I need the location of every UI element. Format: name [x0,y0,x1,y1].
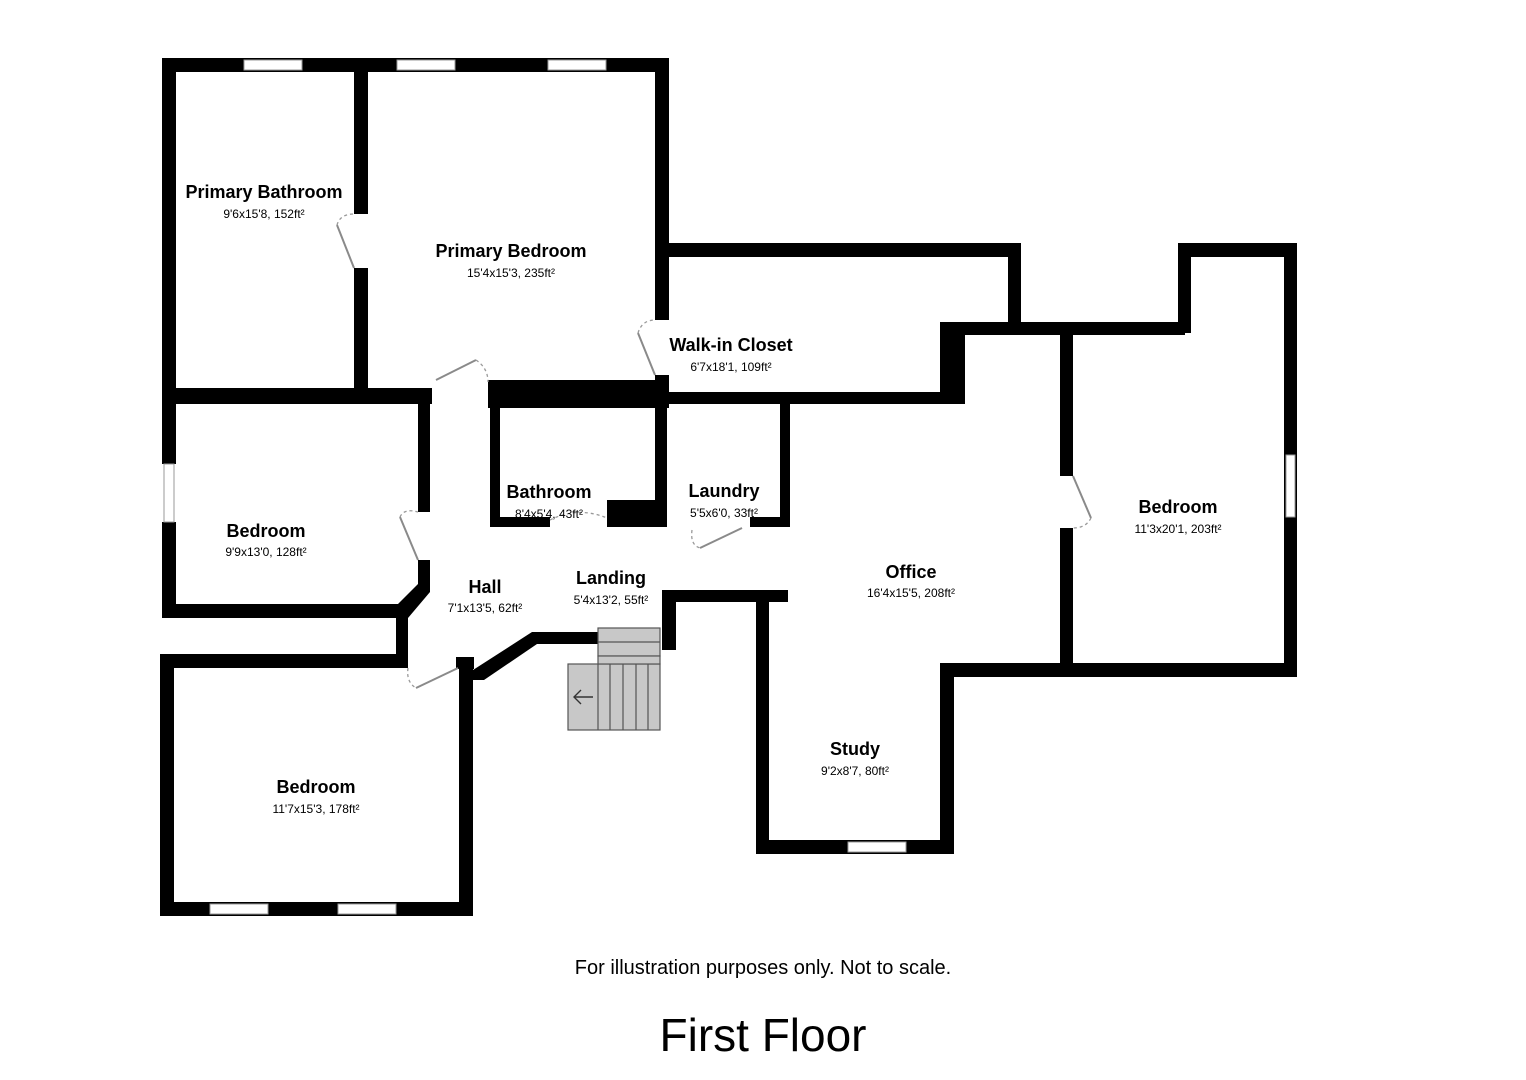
window-sw-bedroom-2 [337,903,397,915]
wall-west-bedroom-west-upper [162,392,176,464]
wall-sw-bedroom-south [160,902,473,916]
room-dims-bathroom: 8'4x5'4, 43ft² [515,507,583,521]
room-name-study: Study [830,739,880,759]
wall-below-primary-bath [162,388,432,404]
room-dims-walk-in-closet: 6'7x18'1, 109ft² [690,360,771,374]
room-dims-primary-bathroom: 9'6x15'8, 152ft² [223,207,304,221]
room-dims-hall: 7'1x13'5, 62ft² [448,601,523,615]
wall-landing-south [662,590,788,602]
wall-bathroom-laundry-divider [655,395,667,527]
wall-bathroom-south [607,500,667,527]
room-dims-office: 16'4x15'5, 208ft² [867,586,955,600]
door-arc-west-bedroom [399,510,419,518]
door-arc-primary-bedroom-hall [475,359,489,383]
room-dims-study: 9'2x8'7, 80ft² [821,764,889,778]
wall-west-bedroom-east-lower [418,560,430,586]
door-east-bedroom [1072,475,1092,519]
wall-west-bedroom-east-upper [418,392,430,512]
door-primary-bathroom [336,224,355,269]
door-walk-in-closet [637,332,656,376]
window-west-bedroom [163,463,175,523]
windows [163,59,1296,915]
wall-hall-stub [456,657,474,669]
wall-bathroom-west [490,395,500,527]
wall-sw-bedroom-north [160,654,408,668]
room-name-primary-bedroom: Primary Bedroom [435,241,586,261]
room-name-hall: Hall [468,577,501,597]
stair-step-upper [597,655,661,665]
door-west-bedroom [399,516,419,561]
wall-hall-west [396,606,408,668]
wall-east-bedroom-west-lower [1060,528,1073,677]
room-labels: Primary Bathroom 9'6x15'8, 152ft² Primar… [185,182,1221,816]
wall-laundry-south [750,517,790,527]
room-name-laundry: Laundry [688,481,759,501]
room-dims-laundry: 5'5x6'0, 33ft² [690,506,758,520]
room-dims-bedroom-west: 9'9x13'0, 128ft² [225,545,306,559]
door-laundry [699,527,743,549]
wall-laundry-east [780,395,790,527]
room-name-bathroom: Bathroom [507,482,592,502]
window-primary-bedroom-north-1 [396,59,456,71]
window-primary-bedroom-north-2 [547,59,607,71]
door-primary-bedroom-hall [435,359,477,381]
wall-east-bedroom-north [1178,243,1297,257]
wall-closet-south [655,392,965,404]
wall-closet-north [655,243,1021,257]
door-arc-walk-in-closet [637,319,656,334]
window-sw-bedroom-1 [209,903,269,915]
room-name-landing: Landing [576,568,646,588]
wall-study-west [756,590,769,854]
room-name-office: Office [885,562,936,582]
window-east-bedroom [1285,454,1296,518]
doors [336,213,1092,689]
wall-east-bedroom-west-upper [1060,322,1073,476]
staircase [567,627,661,731]
wall-west-bedroom-south [162,604,402,618]
stair-direction-arrow-icon [573,689,593,705]
window-study [847,841,907,853]
wall-closet-east-step [940,322,965,404]
wall-primary-divider-lower [354,268,368,398]
wall-office-south [940,663,1073,677]
wall-west-bedroom-west-lower [162,522,176,618]
room-dims-bedroom-southwest: 11'7x15'3, 178ft² [272,802,359,816]
room-dims-primary-bedroom: 15'4x15'3, 235ft² [467,266,555,280]
wall-east-primary-bedroom-upper [655,58,669,320]
room-name-bedroom-east: Bedroom [1138,497,1217,517]
room-name-primary-bathroom: Primary Bathroom [185,182,342,202]
room-name-bedroom-west: Bedroom [226,521,305,541]
room-name-bedroom-southwest: Bedroom [276,777,355,797]
wall-east-bedroom-south [1060,663,1297,677]
wall-study-east [940,663,954,854]
wall-closet-east [1008,243,1021,333]
door-arc-primary-bathroom [336,213,355,226]
disclaimer-note: For illustration purposes only. Not to s… [574,957,952,979]
wall-sw-bedroom-east [459,660,473,916]
wall-landing-stair-side [662,590,676,650]
wall-primary-divider-upper [354,58,368,214]
door-arc-east-bedroom [1072,517,1092,529]
wall-west-primary-bath [162,58,176,398]
door-sw-bedroom [415,667,459,689]
door-arc-sw-bedroom [407,667,417,689]
window-primary-bath-north [243,59,303,71]
floor-title: First Floor [659,1009,867,1061]
room-dims-landing: 5'4x13'2, 55ft² [574,593,649,607]
room-dims-bedroom-east: 11'3x20'1, 203ft² [1134,522,1221,536]
wall-below-primary-bedroom [488,380,669,408]
wall-landing-diagonal [473,632,600,680]
wall-bathroom-south-left [490,517,550,527]
room-name-walk-in-closet: Walk-in Closet [669,335,792,355]
door-arc-laundry [691,529,701,549]
wall-sw-bedroom-west [160,654,174,916]
wall-east-bedroom-notch [1178,243,1191,333]
